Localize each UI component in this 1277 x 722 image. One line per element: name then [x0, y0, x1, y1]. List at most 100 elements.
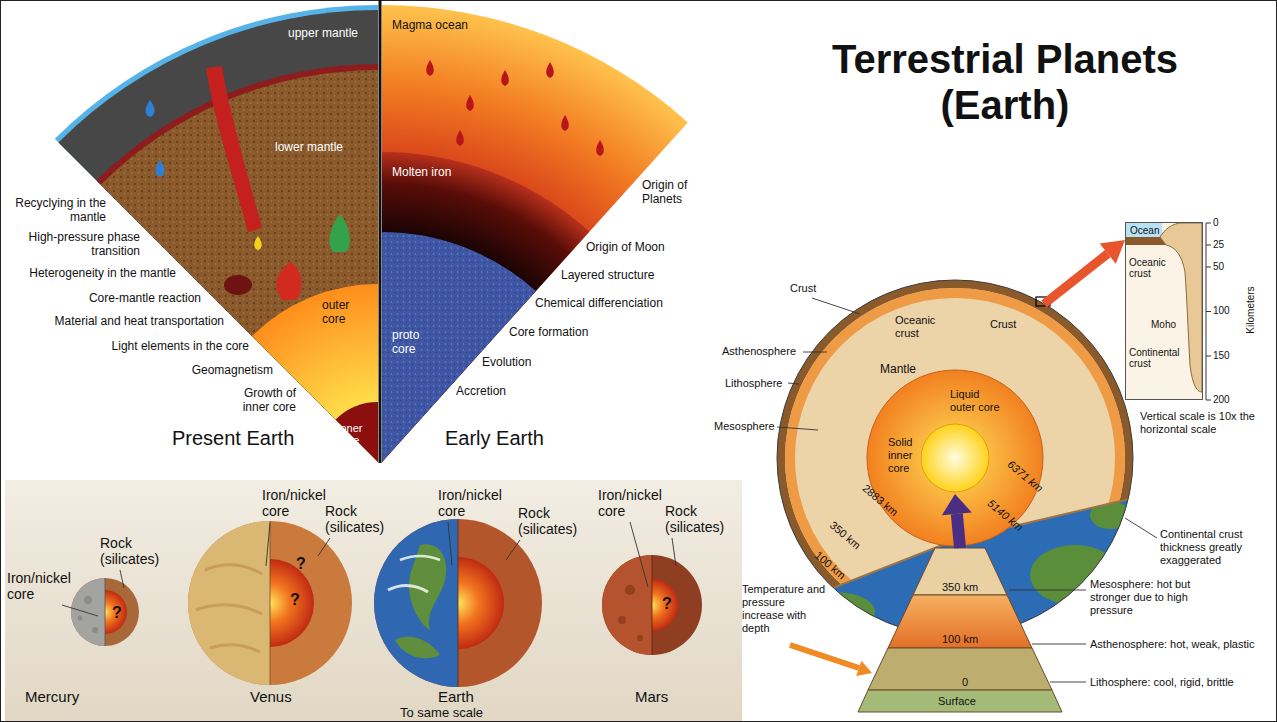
illustration-line [1032, 644, 1086, 645]
illustration-path [205, 565, 262, 574]
illustration-path [156, 160, 165, 177]
illustration-g [62, 522, 676, 616]
illustration-line [105, 578, 106, 646]
process-label: High-pressure phase transition [10, 230, 140, 258]
illustration-circle [781, 284, 1129, 632]
layer-label: Magma ocean [392, 18, 468, 32]
illustration-polygon [888, 595, 1032, 648]
illustration-path [466, 95, 474, 111]
planet-label: Mercury [25, 688, 79, 705]
process-label: Evolution [482, 355, 531, 369]
illustration-line [1125, 518, 1157, 538]
depth-label: 350 km [942, 581, 978, 594]
layer-label: lower mantle [275, 140, 343, 154]
illustration-g [1206, 223, 1211, 400]
process-label: Core-mantle reaction [31, 291, 201, 305]
layer-label: 2883 km [860, 481, 901, 518]
illustration-line [1009, 590, 1086, 591]
depth-label: 0 [962, 676, 968, 689]
illustration-path [382, 5, 688, 462]
layer-label: Asthenosphere [722, 345, 796, 358]
planet-panel: Iron/nickel coreRock (silicates)Iron/nic… [5, 480, 742, 721]
layer-label: proto core [392, 328, 437, 356]
illustration-rect [1126, 237, 1166, 245]
planet-disc: ? [602, 555, 702, 655]
illustration-path [210, 645, 260, 652]
note-text: Vertical scale is 10x the horizontal sca… [1140, 410, 1265, 436]
layer-label: 350 km [827, 518, 863, 551]
unknown-mark: ? [662, 594, 672, 613]
illustration-line [1050, 682, 1086, 683]
illustration-circle [188, 521, 352, 685]
illustration-circle [625, 585, 635, 595]
illustration-polygon [913, 548, 1007, 595]
layer-label: 6371 km [1005, 457, 1046, 494]
unknown-mark: ? [112, 603, 122, 622]
illustration-rect [5, 480, 742, 721]
illustration-line [458, 519, 459, 687]
illustration-ellipse [795, 592, 875, 632]
layer-label: Molten iron [392, 165, 452, 179]
illustration-g [777, 280, 1133, 636]
illustration-circle [374, 519, 542, 687]
illustration-line [120, 570, 124, 588]
planet-label: Iron/nickel core [598, 487, 673, 519]
layer-description: Mesosphere: hot but stronger due to high… [1090, 578, 1225, 617]
depth-label: Surface [938, 695, 976, 708]
axis-tick-label: 100 [1213, 305, 1230, 317]
illustration-path [206, 66, 262, 232]
illustration-circle [84, 596, 92, 604]
illustration-circle [921, 424, 989, 492]
early-earth-wedge: Magma oceanMolten ironproto coreEarly Ea… [380, 0, 690, 470]
illustration-polygon [858, 690, 1062, 712]
illustration-line [672, 538, 676, 566]
illustration-line [1206, 400, 1211, 401]
layer-label: inner core [338, 422, 372, 446]
illustration-rect [1125, 222, 1203, 400]
illustration-line [777, 427, 818, 430]
layer-label: Present Earth [172, 426, 294, 450]
illustration-rect [777, 280, 1133, 636]
illustration-line [506, 540, 520, 560]
illustration-g [777, 298, 1157, 538]
illustration-line [652, 555, 653, 655]
planet-label: Venus [250, 688, 292, 705]
process-label: Origin of Planets [642, 178, 704, 206]
illustration-line [379, 0, 382, 463]
illustration-line [1206, 223, 1211, 224]
illustration-path [146, 100, 155, 117]
layer-label: Lithosphere [725, 377, 783, 390]
illustration-path [456, 130, 464, 146]
illustration-rect [777, 280, 1133, 636]
process-label: Layered structure [561, 268, 654, 282]
illustration-circle [602, 555, 702, 655]
crust-inset: OceanOceanic crustMohoContinental crust [1125, 222, 1203, 400]
axis-tick-label: 150 [1213, 350, 1230, 362]
illustration-rect [1126, 223, 1162, 237]
illustration-line [788, 383, 799, 384]
unknown-mark: ? [296, 554, 306, 573]
depth-label: 100 km [942, 633, 978, 646]
illustration-path [395, 637, 440, 658]
illustration-path [400, 556, 440, 560]
axis-tick-label: 50 [1213, 261, 1224, 273]
illustration-path [1160, 223, 1202, 392]
planet-label: Earth [438, 688, 474, 705]
planet-label: Rock (silicates) [100, 535, 175, 567]
illustration-path [277, 262, 302, 300]
illustration-circle [71, 578, 139, 646]
illustration-path [188, 521, 270, 685]
arrow-head [942, 494, 972, 515]
illustration-path [374, 519, 458, 687]
note-text: Temperature and pressure increase with d… [742, 583, 827, 635]
illustration-path [501, 70, 509, 86]
process-label: Origin of Moon [586, 240, 665, 254]
planet-label: Rock (silicates) [665, 503, 740, 535]
inset-label: Oceanic crust [1129, 257, 1174, 279]
illustration-line [1206, 245, 1211, 246]
process-label: Light elements in the core [49, 339, 249, 353]
illustration-polygon [868, 648, 1052, 690]
illustration-circle [92, 627, 98, 633]
planet-label: Iron/nickel core [7, 570, 79, 602]
